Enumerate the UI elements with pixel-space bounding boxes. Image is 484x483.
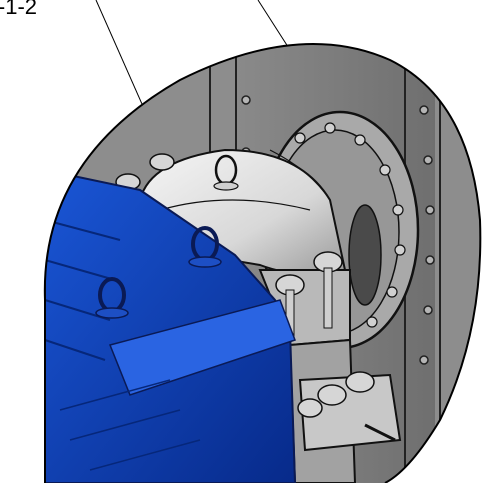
eyebolt-icon <box>213 154 239 191</box>
detail-lens-outline <box>43 43 482 483</box>
motor-body <box>44 168 297 483</box>
pedestal-base <box>115 153 402 483</box>
callout-label: H-1-2 <box>0 0 37 19</box>
bolt-head-icon <box>115 153 375 418</box>
motor-eyebolt-icon <box>95 226 222 319</box>
